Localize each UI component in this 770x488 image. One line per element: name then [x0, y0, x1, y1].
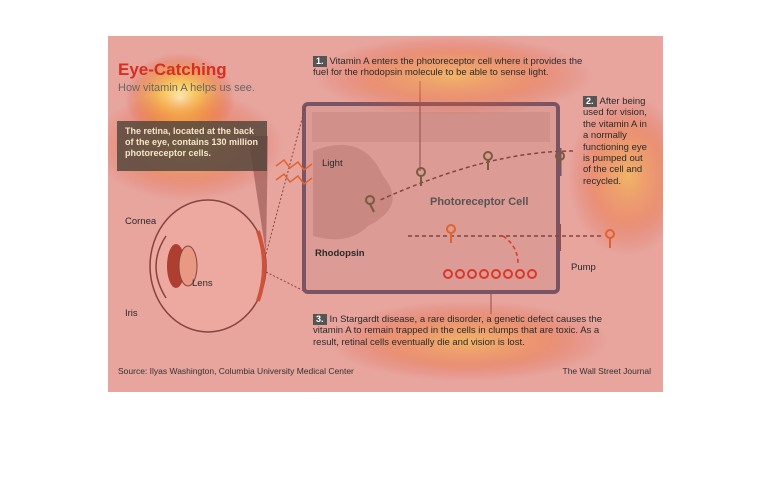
cell-membrane-folds — [312, 112, 550, 142]
diagram-artwork — [149, 81, 615, 333]
publisher-credit: The Wall Street Journal — [562, 366, 652, 376]
step-1-caption: 1.Vitamin A enters the photoreceptor cel… — [313, 56, 598, 79]
source-note: Source: Ilyas Washington, Columbia Unive… — [118, 366, 354, 376]
step-3-number: 3. — [313, 314, 327, 325]
vitamin-a-trapped-path — [502, 235, 519, 265]
zoom-line-bottom — [265, 271, 307, 293]
infographic-figure: Eye-Catching How vitamin A helps us see.… — [108, 36, 663, 392]
lens-label: Lens — [192, 278, 213, 289]
lens-shape — [178, 245, 198, 287]
step-2-text: After being used for vision, the vitamin… — [583, 96, 647, 187]
step-1-number: 1. — [313, 56, 327, 67]
rhodopsin-folds — [313, 144, 393, 240]
rhodopsin-label: Rhodopsin — [315, 248, 365, 259]
step-3-caption: 3.In Stargardt disease, a rare disorder,… — [313, 314, 613, 348]
retina-arc — [256, 230, 266, 302]
vitamin-a-entry-path — [377, 150, 574, 202]
cornea-label: Cornea — [125, 216, 157, 227]
infographic-subtitle: How vitamin A helps us see. — [118, 82, 255, 94]
infographic-title: Eye-Catching — [118, 60, 227, 79]
zoom-line-top — [265, 103, 307, 255]
light-label: Light — [322, 158, 343, 169]
step-2-caption: 2.After being used for vision, the vitam… — [583, 96, 653, 187]
cornea-shape — [155, 235, 167, 299]
step-2-number: 2. — [583, 96, 597, 107]
photoreceptor-cell-label: Photoreceptor Cell — [430, 196, 529, 208]
green-vitamin-a-molecules — [365, 151, 565, 213]
pump-label: Pump — [571, 262, 596, 273]
step-1-text: Vitamin A enters the photoreceptor cell … — [313, 56, 583, 79]
iris-label: Iris — [125, 308, 138, 319]
retina-callout: The retina, located at the back of the e… — [117, 121, 267, 171]
trapped-vitamin-a-clump — [443, 269, 537, 279]
step-3-text: In Stargardt disease, a rare disorder, a… — [313, 314, 603, 348]
